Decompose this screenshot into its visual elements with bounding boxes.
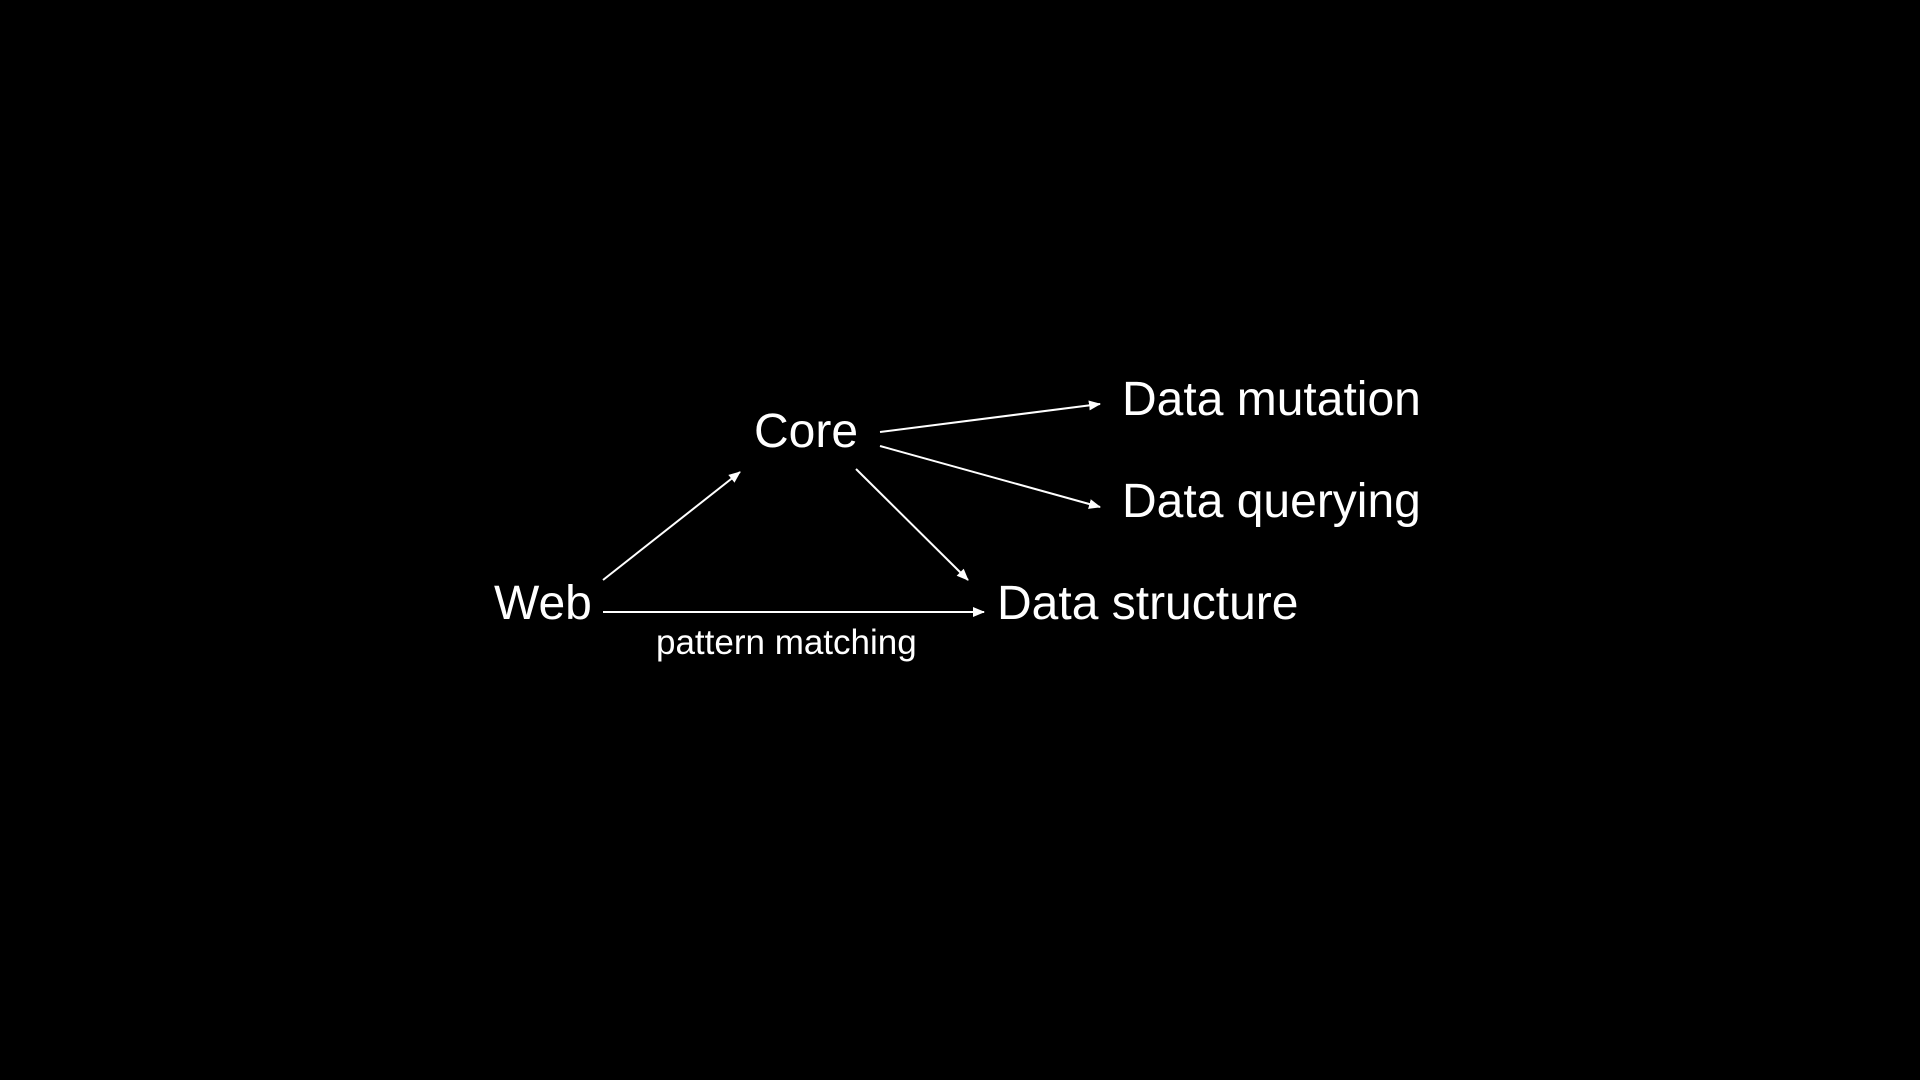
node-data-structure: Data structure xyxy=(997,577,1299,630)
edge-core-to-data-mutation xyxy=(879,400,1101,433)
edge-core-to-data-querying xyxy=(879,445,1101,509)
edge-core-to-data-structure xyxy=(855,468,969,581)
edge-web-to-core xyxy=(602,471,741,581)
node-core: Core xyxy=(754,405,859,458)
edge-label-pattern-matching: pattern matching xyxy=(656,623,917,662)
node-data-mutation: Data mutation xyxy=(1122,373,1421,426)
node-web: Web xyxy=(494,577,592,630)
node-data-querying: Data querying xyxy=(1122,475,1421,528)
